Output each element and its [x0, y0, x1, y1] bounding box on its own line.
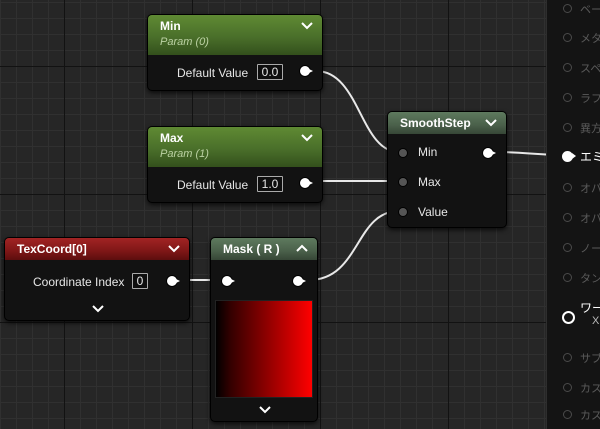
- output-pin[interactable]: [563, 123, 572, 132]
- output-row-opacity-mask[interactable]: オパ: [547, 202, 600, 232]
- output-row-label: カス: [580, 383, 600, 395]
- smoothstep-node-title: SmoothStep: [400, 116, 471, 130]
- max-param-node[interactable]: Max Param (1) Default Value 1.0: [147, 126, 323, 203]
- output-row-roughness[interactable]: ラフ: [547, 82, 600, 112]
- output-row-label: メタ: [580, 33, 600, 45]
- output-pin-connected[interactable]: [562, 151, 576, 162]
- min-default-value-label: Default Value: [177, 66, 249, 80]
- texcoord-output-pin[interactable]: [167, 276, 180, 286]
- output-row-custom-data-0[interactable]: カス: [547, 372, 600, 402]
- output-pin[interactable]: [562, 311, 575, 324]
- smoothstep-value-input-pin[interactable]: [399, 208, 407, 216]
- chevron-down-icon[interactable]: [168, 244, 180, 253]
- output-row-label: オパ: [580, 183, 600, 195]
- coordinate-index-label: Coordinate Index: [33, 275, 125, 289]
- output-row-specular[interactable]: スペ: [547, 52, 600, 82]
- output-row-normal[interactable]: ノー: [547, 232, 600, 262]
- smoothstep-node-header[interactable]: SmoothStep: [388, 112, 506, 134]
- output-pin[interactable]: [563, 213, 572, 222]
- output-row-world-position-offset[interactable]: ワー X: [547, 295, 600, 331]
- min-node-title: Min: [160, 19, 181, 33]
- min-param-node[interactable]: Min Param (0) Default Value 0.0: [147, 14, 323, 91]
- output-row-label: カス: [580, 410, 600, 422]
- chevron-down-icon[interactable]: [485, 118, 497, 127]
- output-row-emissive[interactable]: エミ: [547, 142, 600, 172]
- output-pin[interactable]: [563, 93, 572, 102]
- texcoord-node[interactable]: TexCoord[0] Coordinate Index 0: [4, 237, 190, 321]
- max-node-header[interactable]: Max Param (1): [148, 127, 322, 167]
- output-row-label: オパ: [580, 213, 600, 225]
- smoothstep-output-pin[interactable]: [483, 148, 496, 158]
- mask-node-header[interactable]: Mask ( R ): [211, 238, 317, 260]
- expand-chevron-icon[interactable]: [92, 305, 104, 313]
- output-row-label: スペ: [580, 63, 600, 75]
- output-pin[interactable]: [563, 243, 572, 252]
- output-row-subsurface[interactable]: サブ: [547, 342, 600, 372]
- output-pin[interactable]: [563, 353, 572, 362]
- smoothstep-min-label: Min: [418, 145, 438, 159]
- max-default-value-field[interactable]: 1.0: [257, 176, 283, 192]
- mask-output-pin[interactable]: [293, 276, 306, 286]
- coordinate-index-field[interactable]: 0: [132, 273, 148, 289]
- chevron-up-icon[interactable]: [296, 244, 308, 253]
- chevron-down-icon[interactable]: [301, 21, 313, 30]
- output-pin[interactable]: [563, 4, 572, 13]
- output-row-label: サブ: [580, 353, 600, 365]
- texcoord-node-header[interactable]: TexCoord[0]: [5, 238, 189, 260]
- output-row-custom-data-1[interactable]: カス: [547, 399, 600, 429]
- output-row-label: ベー: [580, 4, 600, 16]
- mask-input-pin[interactable]: [222, 276, 235, 286]
- output-row-label: タン: [580, 273, 600, 285]
- output-pin[interactable]: [563, 410, 572, 419]
- max-node-subtitle: Param (1): [160, 148, 209, 160]
- max-default-value-label: Default Value: [177, 178, 249, 192]
- output-row-anisotropy[interactable]: 異方: [547, 112, 600, 142]
- output-row-base-color[interactable]: ベー: [547, 0, 600, 23]
- mask-node[interactable]: Mask ( R ): [210, 237, 318, 422]
- material-output-panel: ベー メタ スペ ラフ 異方 エミ オパ オパ ノー タン ワー X: [546, 0, 600, 429]
- expand-chevron-icon[interactable]: [259, 406, 271, 414]
- output-pin[interactable]: [563, 63, 572, 72]
- output-row-opacity[interactable]: オパ: [547, 172, 600, 202]
- output-row-label: エミ: [580, 150, 600, 164]
- min-node-header[interactable]: Min Param (0): [148, 15, 322, 55]
- chevron-down-icon[interactable]: [301, 133, 313, 142]
- min-output-pin[interactable]: [300, 66, 313, 76]
- smoothstep-min-input-pin[interactable]: [399, 149, 407, 157]
- smoothstep-max-input-pin[interactable]: [399, 178, 407, 186]
- mask-node-title: Mask ( R ): [223, 242, 280, 256]
- output-row-sublabel: X: [592, 315, 600, 327]
- smoothstep-value-label: Value: [418, 205, 448, 219]
- mask-preview-swatch: [215, 300, 313, 398]
- output-pin[interactable]: [563, 33, 572, 42]
- output-row-label: 異方: [580, 123, 600, 135]
- output-pin[interactable]: [563, 183, 572, 192]
- smoothstep-max-label: Max: [418, 175, 441, 189]
- output-pin[interactable]: [563, 273, 572, 282]
- min-default-value-field[interactable]: 0.0: [257, 64, 283, 80]
- wire-mask-to-smoothstep-value: [308, 210, 400, 281]
- texcoord-node-title: TexCoord[0]: [17, 242, 87, 256]
- smoothstep-node[interactable]: SmoothStep Min Max Value: [387, 111, 507, 228]
- max-node-title: Max: [160, 131, 184, 145]
- min-node-subtitle: Param (0): [160, 36, 209, 48]
- output-row-label: ワー: [580, 301, 600, 315]
- output-row-tangent[interactable]: タン: [547, 262, 600, 292]
- output-pin[interactable]: [563, 383, 572, 392]
- output-row-label: ラフ: [580, 93, 600, 105]
- max-output-pin[interactable]: [300, 178, 313, 188]
- output-row-label: ノー: [580, 243, 600, 255]
- output-row-metallic[interactable]: メタ: [547, 22, 600, 52]
